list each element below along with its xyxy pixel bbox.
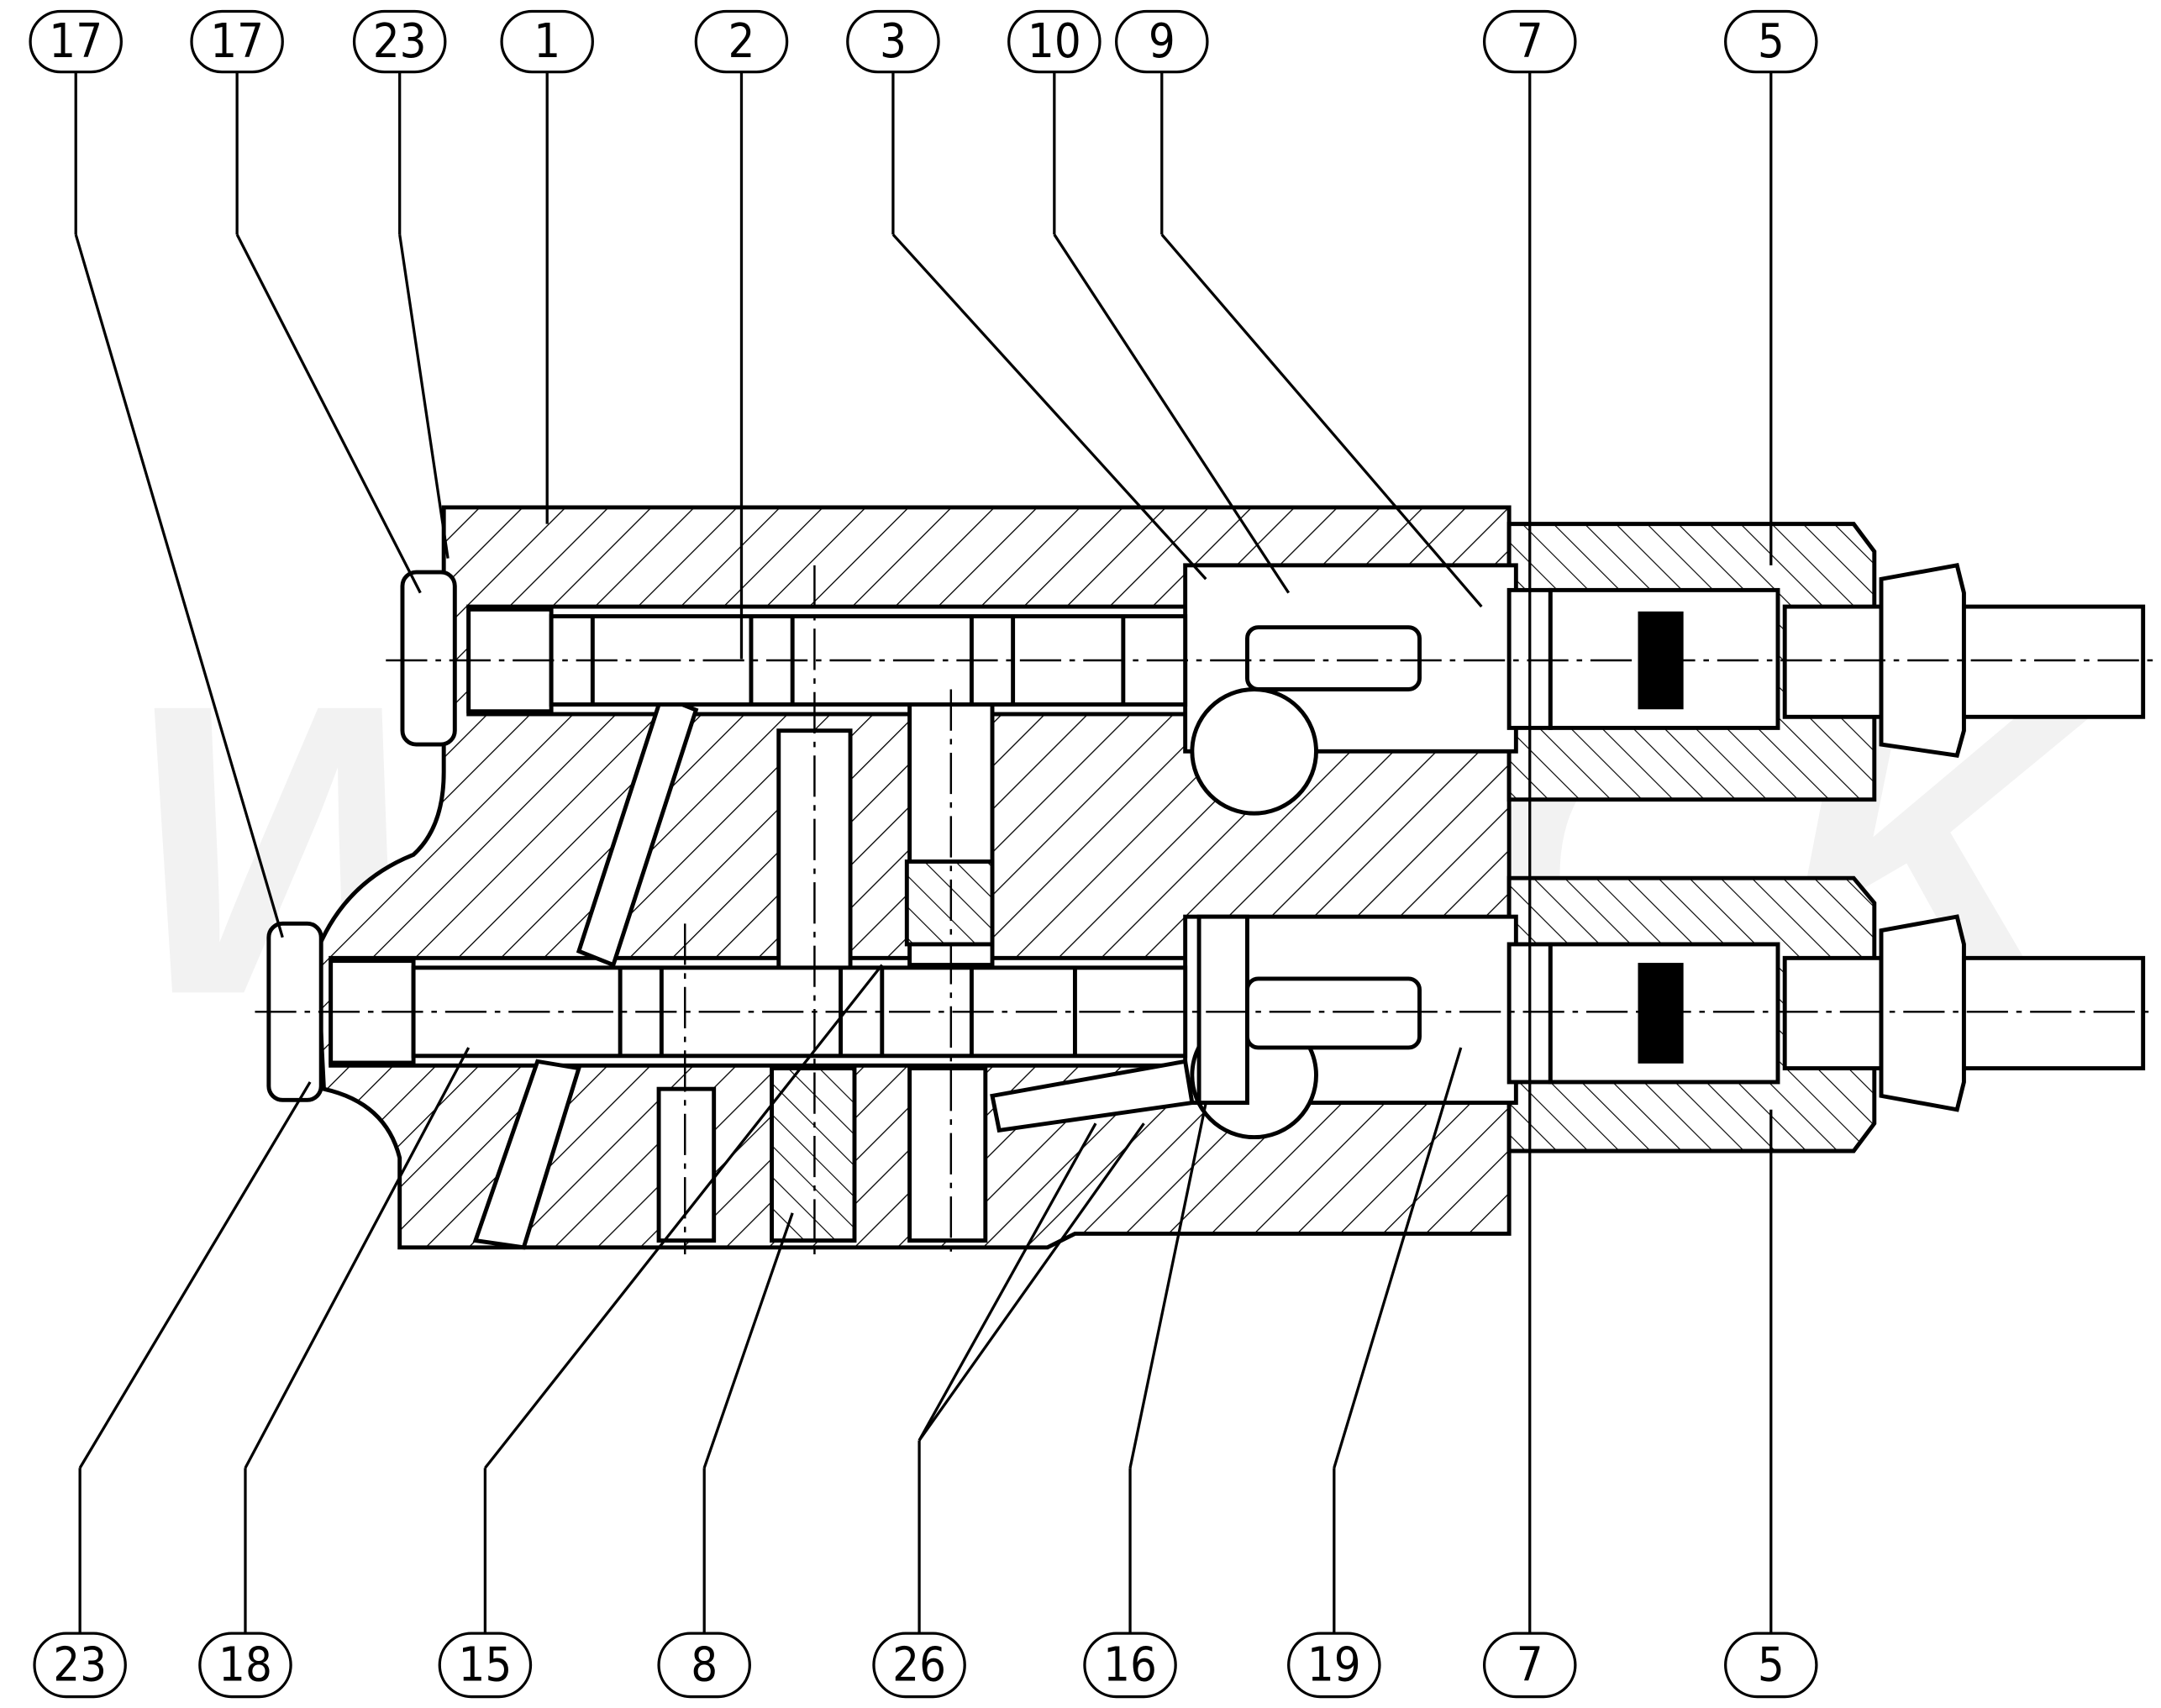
balloon-label: 7 bbox=[1517, 1637, 1543, 1692]
balloon: 5 bbox=[1724, 9, 1818, 74]
balloon-label: 10 bbox=[1028, 14, 1081, 69]
balloon: 3 bbox=[846, 9, 940, 74]
balloon-label: 5 bbox=[1758, 1637, 1785, 1692]
leader-lines bbox=[74, 71, 1773, 1634]
balloon-label: 23 bbox=[373, 14, 427, 69]
balloon-label: 23 bbox=[53, 1637, 107, 1692]
balloon-label: 18 bbox=[218, 1637, 272, 1692]
balloon: 19 bbox=[1287, 1632, 1381, 1699]
balloon-label: 7 bbox=[1517, 14, 1543, 69]
balloon: 1 bbox=[500, 9, 594, 74]
balloon-label: 15 bbox=[458, 1637, 512, 1692]
balloon-label: 2 bbox=[728, 14, 755, 69]
balloon: 5 bbox=[1724, 1632, 1818, 1699]
balloons-bottom: 23 18 15 8 26 16 19 7 5 bbox=[33, 1632, 1818, 1699]
balloon: 17 bbox=[29, 9, 123, 74]
balloon-label: 17 bbox=[49, 14, 103, 69]
balloon: 8 bbox=[657, 1632, 751, 1699]
balloon: 23 bbox=[352, 9, 447, 74]
balloon: 16 bbox=[1083, 1632, 1177, 1699]
balloon: 9 bbox=[1115, 9, 1209, 74]
balloon-label: 19 bbox=[1307, 1637, 1361, 1692]
balloon-label: 9 bbox=[1149, 14, 1175, 69]
balloon-label: 5 bbox=[1758, 14, 1785, 69]
balloons-top: 17 17 23 1 2 3 10 9 7 5 bbox=[29, 9, 1818, 74]
center-lines bbox=[255, 565, 2158, 1255]
balloon-label: 26 bbox=[892, 1637, 946, 1692]
balloon: 26 bbox=[872, 1632, 966, 1699]
balloon: 23 bbox=[33, 1632, 127, 1699]
balloon-label: 1 bbox=[534, 14, 560, 69]
balloon: 15 bbox=[438, 1632, 533, 1699]
balloon-label: 17 bbox=[210, 14, 264, 69]
balloon: 10 bbox=[1007, 9, 1102, 74]
balloon-label: 3 bbox=[880, 14, 907, 69]
balloon: 2 bbox=[694, 9, 789, 74]
balloon: 17 bbox=[190, 9, 284, 74]
balloon: 18 bbox=[198, 1632, 292, 1699]
balloon: 7 bbox=[1482, 1632, 1577, 1699]
balloon-label: 16 bbox=[1103, 1637, 1157, 1692]
balloon-label: 8 bbox=[691, 1637, 718, 1692]
balloon: 7 bbox=[1482, 9, 1577, 74]
